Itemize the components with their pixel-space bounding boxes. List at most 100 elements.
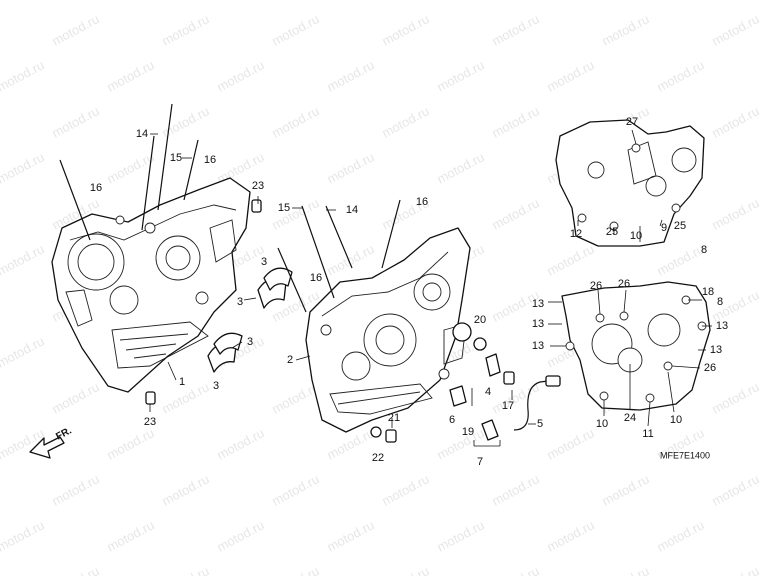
callout-3: 3 [237, 296, 243, 308]
watermark-text: motod.ru [0, 149, 47, 186]
callout-24: 24 [624, 412, 636, 424]
watermark-text: motod.ru [434, 57, 486, 94]
callout-25: 25 [674, 220, 686, 232]
watermark-text: motod.ru [269, 195, 321, 232]
callout-23: 23 [252, 180, 264, 192]
watermark-text: motod.ru [49, 11, 101, 48]
callout-13: 13 [532, 340, 544, 352]
watermark-text: motod.ru [104, 57, 156, 94]
callout-5: 5 [537, 418, 543, 430]
callout-8: 8 [717, 296, 723, 308]
watermark-text: motod.ru [324, 517, 376, 554]
watermark-text: motod.ru [709, 195, 761, 232]
watermark-text: motod.ru [49, 563, 101, 576]
watermark-text: motod.ru [324, 241, 376, 278]
watermark-text: motod.ru [544, 0, 596, 3]
watermark-text: motod.ru [709, 379, 761, 416]
watermark-text: motod.ru [709, 103, 761, 140]
watermark-text: motod.ru [214, 425, 266, 462]
watermark-text: motod.ru [104, 517, 156, 554]
callout-26: 26 [618, 278, 630, 290]
callout-10: 10 [596, 418, 608, 430]
watermark-text: motod.ru [654, 517, 706, 554]
callout-16: 16 [204, 154, 216, 166]
watermark-text: motod.ru [764, 149, 768, 186]
watermark-text: motod.ru [764, 0, 768, 3]
callout-2: 2 [287, 354, 293, 366]
watermark-text: motod.ru [0, 333, 47, 370]
watermark-text: motod.ru [0, 517, 47, 554]
watermark-text: motod.ru [764, 241, 768, 278]
callout-13: 13 [716, 320, 728, 332]
callout-18: 18 [702, 286, 714, 298]
watermark-text: motod.ru [434, 149, 486, 186]
watermark-text: motod.ru [544, 57, 596, 94]
watermark-text: motod.ru [434, 517, 486, 554]
callout-23: 23 [144, 416, 156, 428]
callout-25: 25 [606, 226, 618, 238]
callout-8: 8 [701, 244, 707, 256]
watermark-text: motod.ru [489, 471, 541, 508]
callout-3: 3 [247, 336, 253, 348]
watermark-text: motod.ru [654, 57, 706, 94]
watermark-text: motod.ru [49, 379, 101, 416]
watermark-text: motod.ru [379, 103, 431, 140]
callout-15: 15 [278, 202, 290, 214]
watermark-text: motod.ru [269, 103, 321, 140]
gasket-bottom [561, 281, 711, 411]
callout-21: 21 [388, 412, 400, 424]
callout-4: 4 [485, 386, 491, 398]
callout-26: 26 [590, 280, 602, 292]
watermark-text: motod.ru [104, 0, 156, 3]
callout-7: 7 [477, 456, 483, 468]
callout-13: 13 [710, 344, 722, 356]
callout-3: 3 [213, 380, 219, 392]
watermark-text: motod.ru [709, 471, 761, 508]
watermark-text: motod.ru [764, 517, 768, 554]
front-marker: FR. [54, 425, 74, 442]
callout-14: 14 [136, 128, 148, 140]
callout-19: 19 [462, 426, 474, 438]
watermark-text: motod.ru [599, 11, 651, 48]
watermark-text: motod.ru [104, 425, 156, 462]
watermark-text: motod.ru [599, 471, 651, 508]
callout-3: 3 [261, 256, 267, 268]
watermark-text: motod.ru [159, 563, 211, 576]
callout-14: 14 [346, 204, 358, 216]
callout-20: 20 [474, 314, 486, 326]
watermark-text: motod.ru [599, 563, 651, 576]
watermark-text: motod.ru [214, 0, 266, 3]
watermark-text: motod.ru [709, 11, 761, 48]
watermark-text: motod.ru [49, 471, 101, 508]
watermark-text: motod.ru [379, 11, 431, 48]
watermark-text: motod.ru [214, 517, 266, 554]
watermark-text: motod.ru [214, 57, 266, 94]
watermark-text: motod.ru [709, 563, 761, 576]
callout-1: 1 [179, 376, 185, 388]
leader-lines [149, 129, 712, 447]
watermark-text: motod.ru [269, 563, 321, 576]
callout-6: 6 [449, 414, 455, 426]
callout-15: 15 [170, 152, 182, 164]
watermark-text: motod.ru [544, 425, 596, 462]
watermark-text: motod.ru [269, 471, 321, 508]
watermark-text: motod.ru [159, 103, 211, 140]
callout-13: 13 [532, 298, 544, 310]
callout-10: 10 [670, 414, 682, 426]
watermark-text: motod.ru [324, 425, 376, 462]
watermark-text: motod.ru [324, 149, 376, 186]
watermark-text: motod.ru [104, 149, 156, 186]
watermark-text: motod.ru [544, 517, 596, 554]
callout-16: 16 [90, 182, 102, 194]
watermark-text: motod.ru [379, 563, 431, 576]
watermark-text: motod.ru [379, 471, 431, 508]
watermark-text: motod.ru [654, 0, 706, 3]
callout-26: 26 [704, 362, 716, 374]
watermark-text: motod.ru [324, 57, 376, 94]
watermark-text: motod.ru [764, 333, 768, 370]
watermark-text: motod.ru [159, 471, 211, 508]
watermark-text: motod.ru [269, 11, 321, 48]
gasket-top [555, 119, 705, 247]
watermark-text: motod.ru [49, 103, 101, 140]
